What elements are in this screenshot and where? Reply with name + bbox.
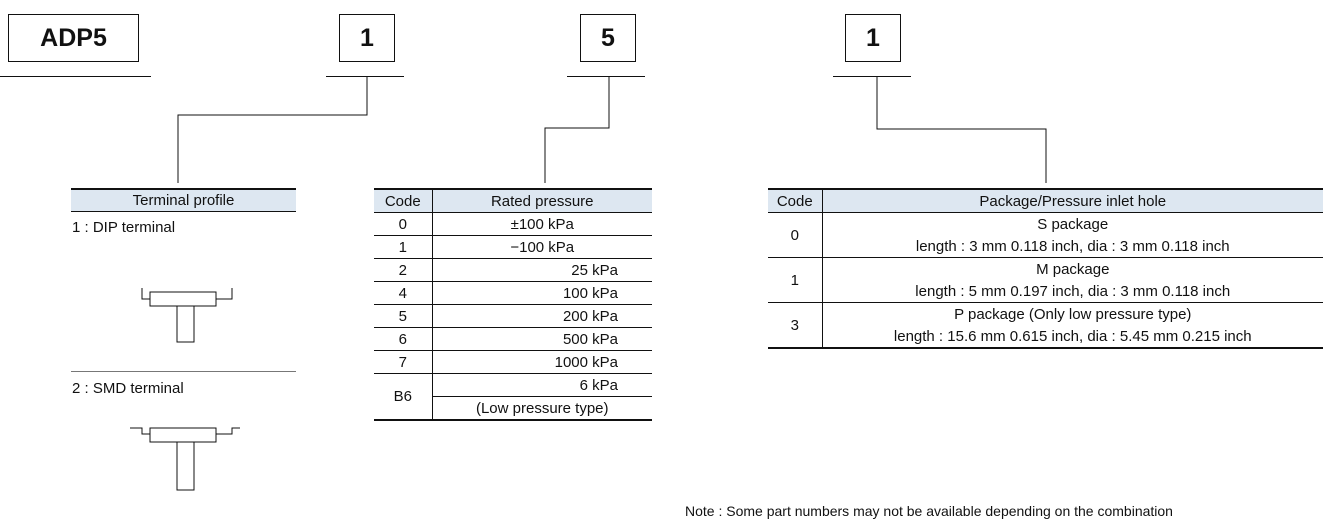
table-row: length : 5 mm 0.197 inch, dia : 3 mm 0.1… (768, 280, 1323, 303)
package-code: 1 (768, 257, 823, 303)
pressure-digit: 5 (601, 23, 615, 52)
table-row: 0 ±100 kPa (374, 212, 652, 236)
pressure-code: 7 (374, 350, 433, 374)
package-name: S package (1037, 215, 1109, 233)
table-row: 6 500 kPa (374, 327, 652, 351)
pressure-connector (544, 76, 610, 183)
dip-terminal-label: 1 : DIP terminal (72, 219, 176, 236)
terminal-profile-header-label: Terminal profile (132, 192, 235, 209)
package-digit: 1 (866, 23, 880, 52)
package-dims: length : 3 mm 0.118 inch, dia : 3 mm 0.1… (822, 235, 1323, 258)
table-row: 7 1000 kPa (374, 350, 652, 374)
table-row: 3 P package (Only low pressure type) (768, 302, 1323, 349)
package-header: Package/Pressure inlet hole (822, 189, 1323, 213)
pressure-value: 500 kPa (432, 327, 652, 351)
pressure-value: 200 kPa (432, 304, 652, 328)
smd-terminal-drawing (130, 427, 240, 491)
pressure-code: B6 (374, 373, 433, 420)
pressure-digit-box: 5 (580, 14, 636, 62)
terminal-digit: 1 (360, 23, 374, 52)
table-row: 2 25 kPa (374, 258, 652, 282)
table-row: 5 200 kPa (374, 304, 652, 328)
pressure-code: 5 (374, 304, 433, 328)
table-header-row: Code Package/Pressure inlet hole (768, 189, 1323, 213)
package-table: Code Package/Pressure inlet hole 0 S pac… (768, 188, 1323, 349)
table-row: 4 100 kPa (374, 281, 652, 305)
smd-terminal-label: 2 : SMD terminal (72, 380, 184, 397)
pressure-code: 0 (374, 212, 433, 236)
pressure-value: ±100 kPa (432, 212, 652, 236)
pressure-code: 1 (374, 235, 433, 259)
pressure-digit-underline (567, 76, 645, 77)
pressure-code: 4 (374, 281, 433, 305)
pressure-note: (Low pressure type) (475, 399, 609, 417)
table-row: (Low pressure type) (374, 397, 652, 421)
table-row: 0 S package (768, 212, 1323, 258)
pressure-value: 25 kPa (432, 258, 652, 282)
table-header-row: Code Rated pressure (374, 189, 652, 213)
package-name: M package (1036, 260, 1110, 278)
rated-pressure-header: Rated pressure (432, 189, 652, 213)
dip-terminal-drawing (141, 288, 233, 343)
terminal-digit-box: 1 (339, 14, 395, 62)
pressure-code: 2 (374, 258, 433, 282)
package-dims: length : 5 mm 0.197 inch, dia : 3 mm 0.1… (822, 280, 1323, 303)
pressure-code: 6 (374, 327, 433, 351)
package-code: 3 (768, 302, 823, 349)
pressure-value: −100 kPa (432, 235, 652, 259)
code-header: Code (768, 189, 823, 213)
model-prefix-box: ADP5 (8, 14, 139, 62)
terminal-digit-underline (326, 76, 404, 77)
pressure-value: 100 kPa (432, 281, 652, 305)
footnote: Note : Some part numbers may not be avai… (685, 503, 1173, 519)
pressure-value: 6 kPa (432, 373, 652, 397)
package-digit-underline (833, 76, 911, 77)
table-row: 1 M package (768, 257, 1323, 303)
code-header: Code (374, 189, 433, 213)
pressure-value: 1000 kPa (432, 350, 652, 374)
package-code: 0 (768, 212, 823, 258)
package-connector (876, 76, 1047, 183)
package-name: P package (Only low pressure type) (954, 305, 1192, 323)
package-digit-box: 1 (845, 14, 901, 62)
table-row: length : 3 mm 0.118 inch, dia : 3 mm 0.1… (768, 235, 1323, 258)
package-dims: length : 15.6 mm 0.615 inch, dia : 5.45 … (893, 327, 1252, 345)
table-row: B6 6 kPa (374, 373, 652, 420)
terminal-connector (177, 76, 368, 183)
terminal-separator (71, 371, 296, 372)
rated-pressure-table: Code Rated pressure 0 ±100 kPa 1 −100 kP… (374, 188, 652, 421)
model-prefix: ADP5 (40, 23, 107, 52)
table-row: length : 15.6 mm 0.615 inch, dia : 5.45 … (768, 325, 1323, 348)
model-prefix-underline (0, 76, 151, 77)
table-row: 1 −100 kPa (374, 235, 652, 259)
terminal-profile-header: Terminal profile (71, 188, 296, 212)
